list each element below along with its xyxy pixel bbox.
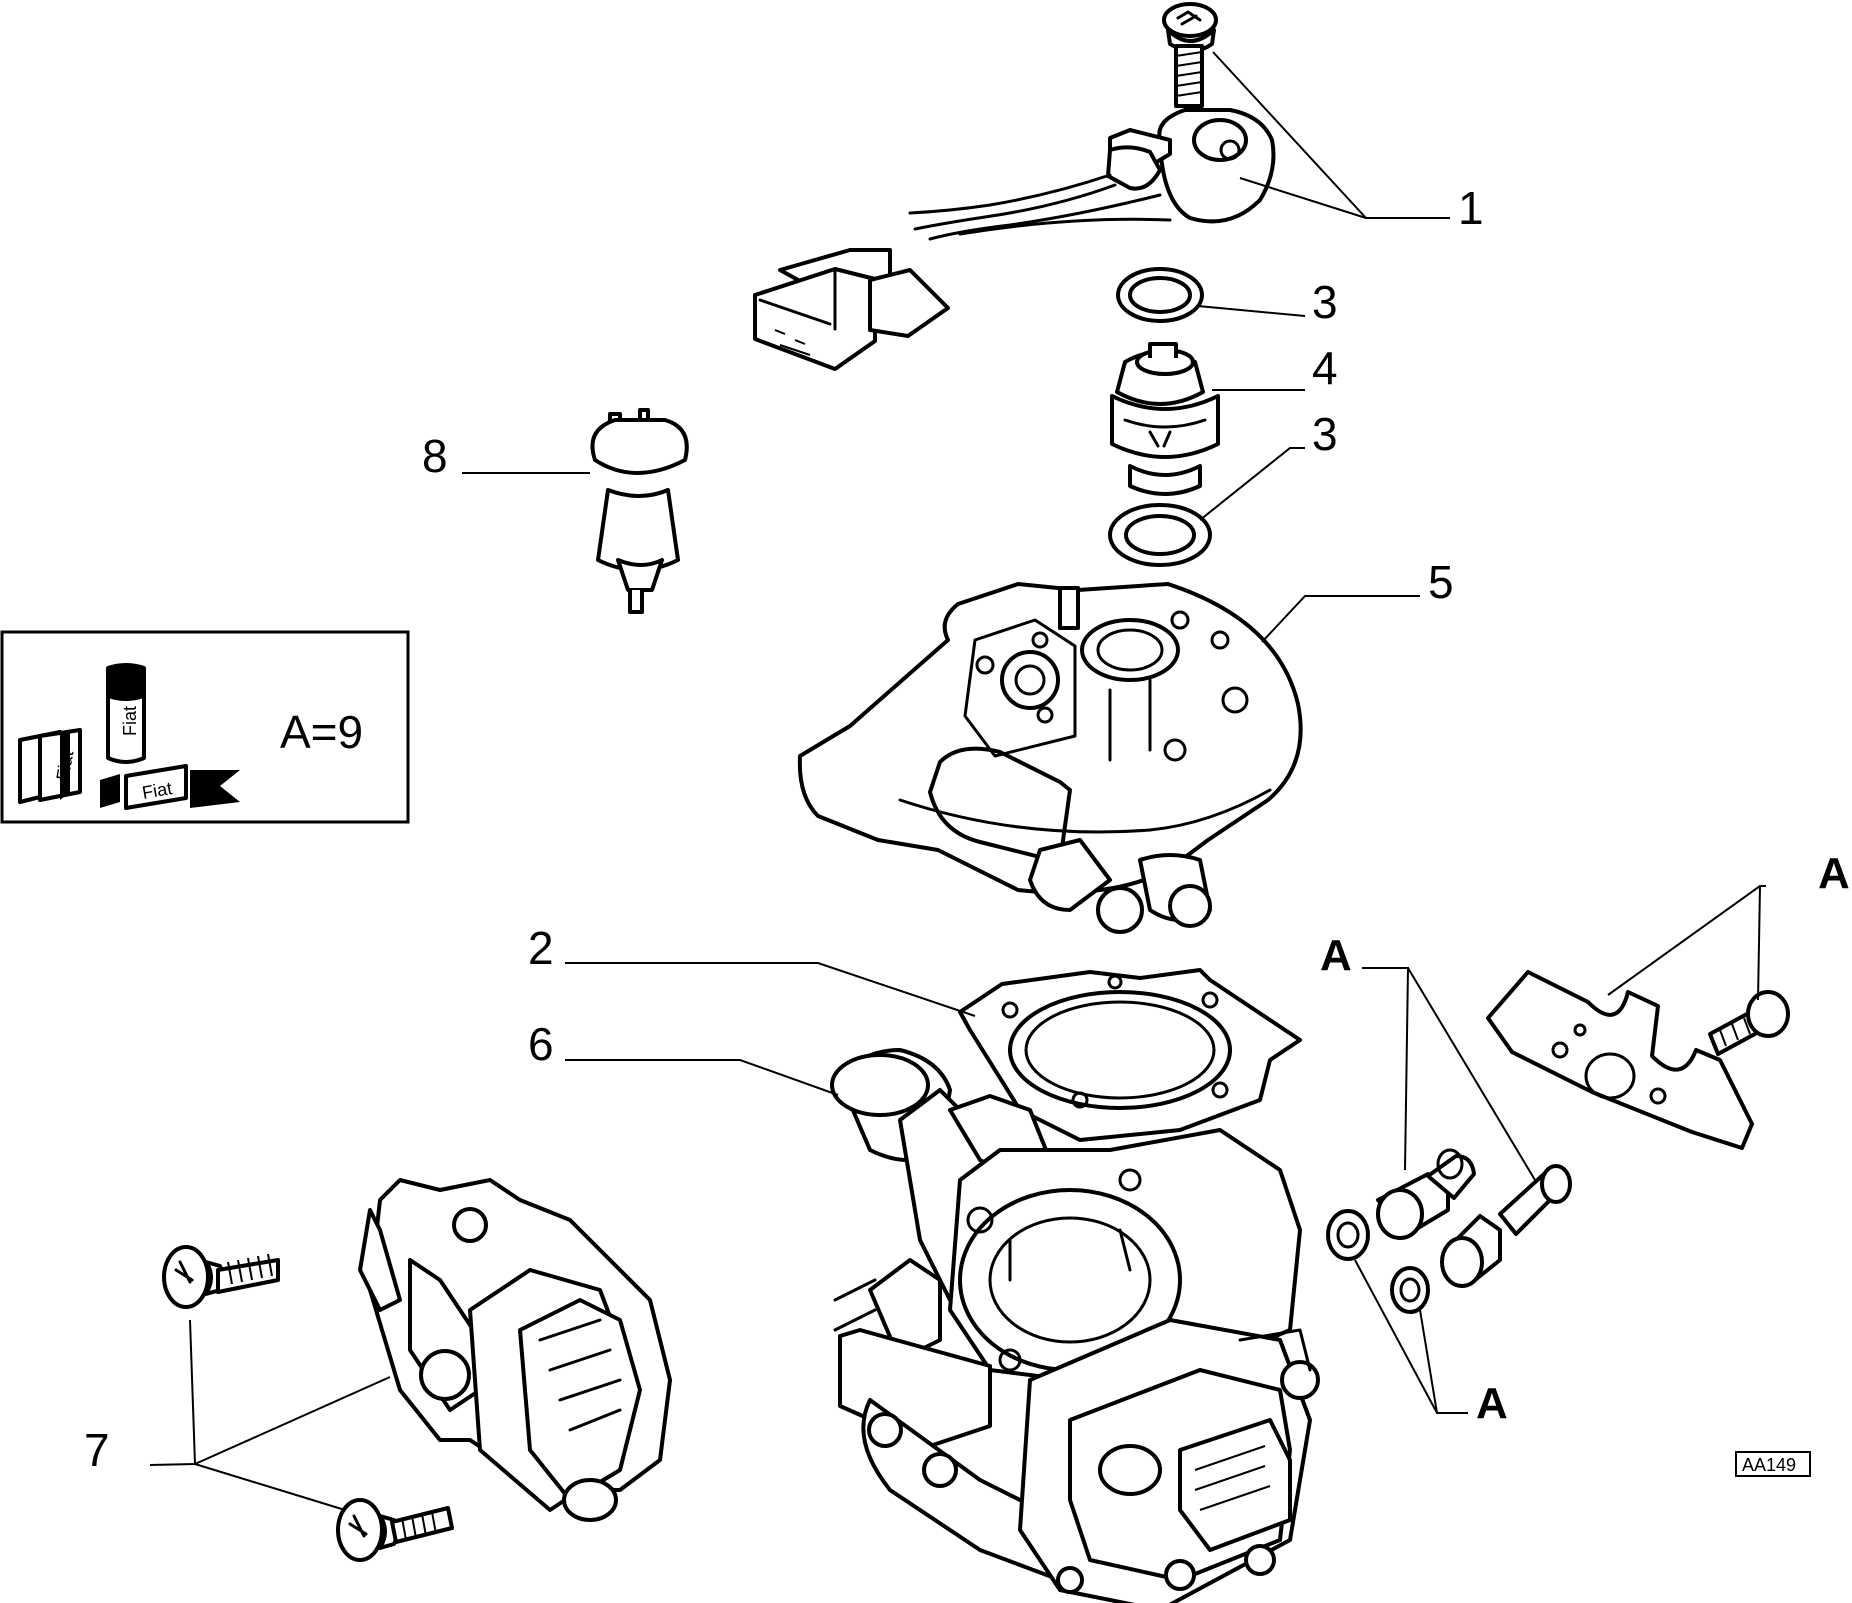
part-1-screw — [1162, 2, 1218, 108]
reference-code-box: AA149 — [1735, 1451, 1811, 1477]
part-3-o-ring-upper — [1116, 267, 1204, 323]
callout-a-right: A — [1818, 849, 1850, 898]
part-3-o-ring-lower — [1108, 503, 1212, 567]
reference-code: AA149 — [1742, 1455, 1796, 1475]
callout-5: 5 — [1428, 556, 1454, 608]
callout-4: 4 — [1312, 342, 1338, 394]
sealant-product-icon: Fiat Fiat Fiat — [18, 663, 240, 810]
part-a-screw — [1708, 990, 1790, 1056]
callout-a-center: A — [1320, 931, 1352, 980]
callout-3-upper: 3 — [1312, 276, 1338, 328]
part-2-gasket — [958, 968, 1302, 1142]
part-4-injector — [1110, 342, 1220, 496]
callout-1: 1 — [1458, 182, 1484, 234]
part-1-sensor-harness — [753, 108, 1276, 371]
legend-text: A=9 — [280, 706, 363, 758]
part-7-screw-lower — [336, 1498, 454, 1562]
part-7-idle-actuator — [358, 1178, 672, 1522]
callout-labels: 1 3 4 3 8 5 2 6 7 A A A — [84, 182, 1850, 1476]
callout-3-lower: 3 — [1312, 408, 1338, 460]
part-5-injector-housing — [797, 582, 1303, 934]
callout-2: 2 — [528, 922, 554, 974]
part-a-bracket — [1486, 970, 1754, 1150]
part-8-temperature-sensor — [590, 408, 689, 614]
part-6-throttle-body — [830, 1048, 1320, 1603]
logo-text-2: Fiat — [120, 706, 140, 736]
part-a-fitting-right — [1440, 1164, 1572, 1288]
callout-6: 6 — [528, 1018, 554, 1070]
callout-8: 8 — [422, 430, 448, 482]
part-7-screw-upper — [162, 1245, 280, 1309]
legend-box: Fiat Fiat Fiat A=9 — [0, 630, 410, 824]
callout-7: 7 — [84, 1424, 110, 1476]
part-a-fitting-left — [1376, 1148, 1476, 1240]
part-a-washer-lower — [1390, 1266, 1430, 1314]
leader-lines — [149, 51, 1766, 1511]
part-a-washer-upper — [1326, 1209, 1370, 1261]
callout-a-bottom: A — [1476, 1379, 1508, 1428]
